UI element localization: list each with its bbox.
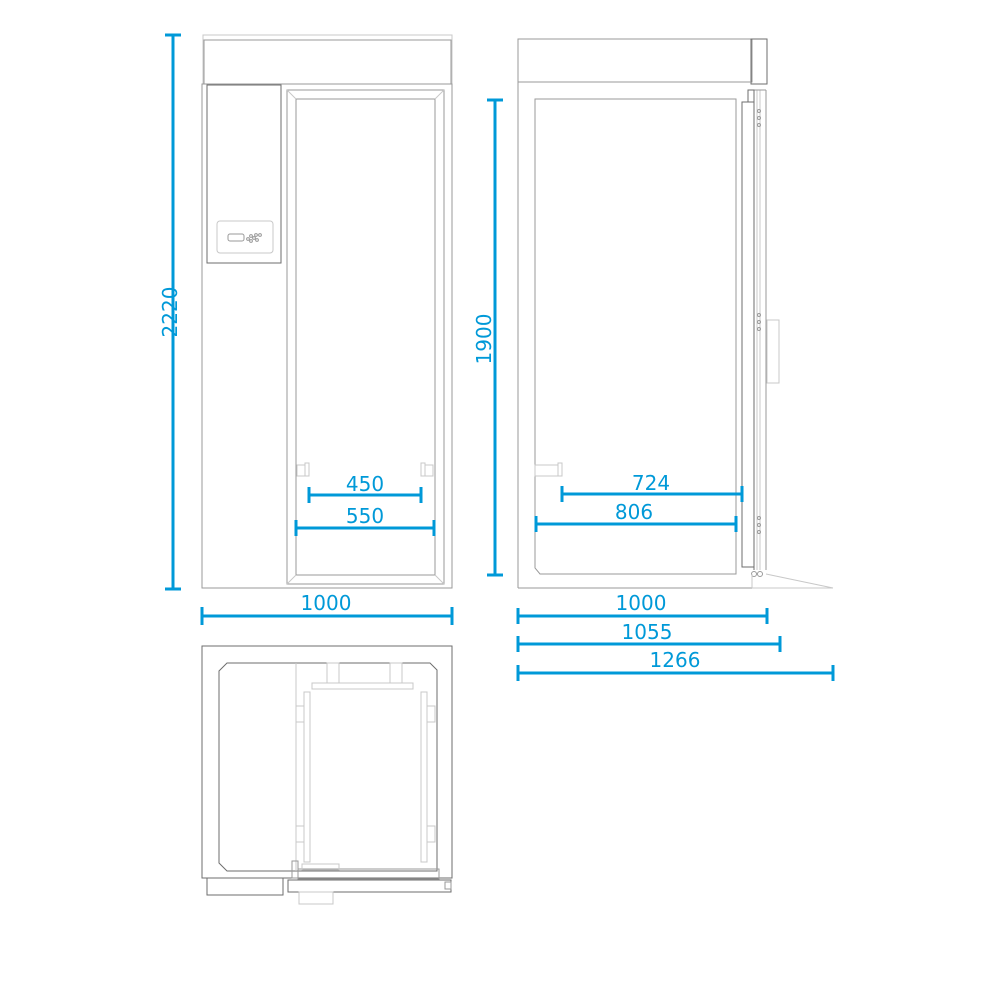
dimension-label: 1055 xyxy=(622,620,673,644)
dimension-label: 550 xyxy=(346,504,384,528)
side-view: 1900 724 806 1000 1055 xyxy=(472,38,835,681)
dimension-opening-width-550: 550 xyxy=(294,504,436,536)
dimension-label: 450 xyxy=(346,472,384,496)
dimension-height-2220: 2220 xyxy=(158,33,182,591)
control-column xyxy=(206,84,282,264)
dimension-label: 2220 xyxy=(158,287,182,338)
top-view xyxy=(201,645,453,905)
dimension-depth-1266: 1266 xyxy=(516,648,835,681)
dimension-depth-1000: 1000 xyxy=(516,591,769,624)
dimension-opening-depth-806: 806 xyxy=(534,500,738,532)
dimension-depth-1055: 1055 xyxy=(516,620,782,652)
dimension-label: 1266 xyxy=(650,648,701,672)
dimension-label: 1900 xyxy=(472,314,496,365)
dimension-label: 724 xyxy=(632,471,670,495)
dimension-height-1900: 1900 xyxy=(472,98,503,577)
front-view: 2220 450 550 1000 xyxy=(158,33,454,625)
dimension-label: 806 xyxy=(615,500,653,524)
control-panel xyxy=(216,220,274,254)
dimension-inner-width-450: 450 xyxy=(307,472,423,503)
dimension-inner-depth-724: 724 xyxy=(560,471,744,502)
dimension-label: 1000 xyxy=(616,591,667,615)
dimension-width-1000: 1000 xyxy=(200,591,454,625)
dimension-label: 1000 xyxy=(301,591,352,615)
door xyxy=(286,89,445,585)
